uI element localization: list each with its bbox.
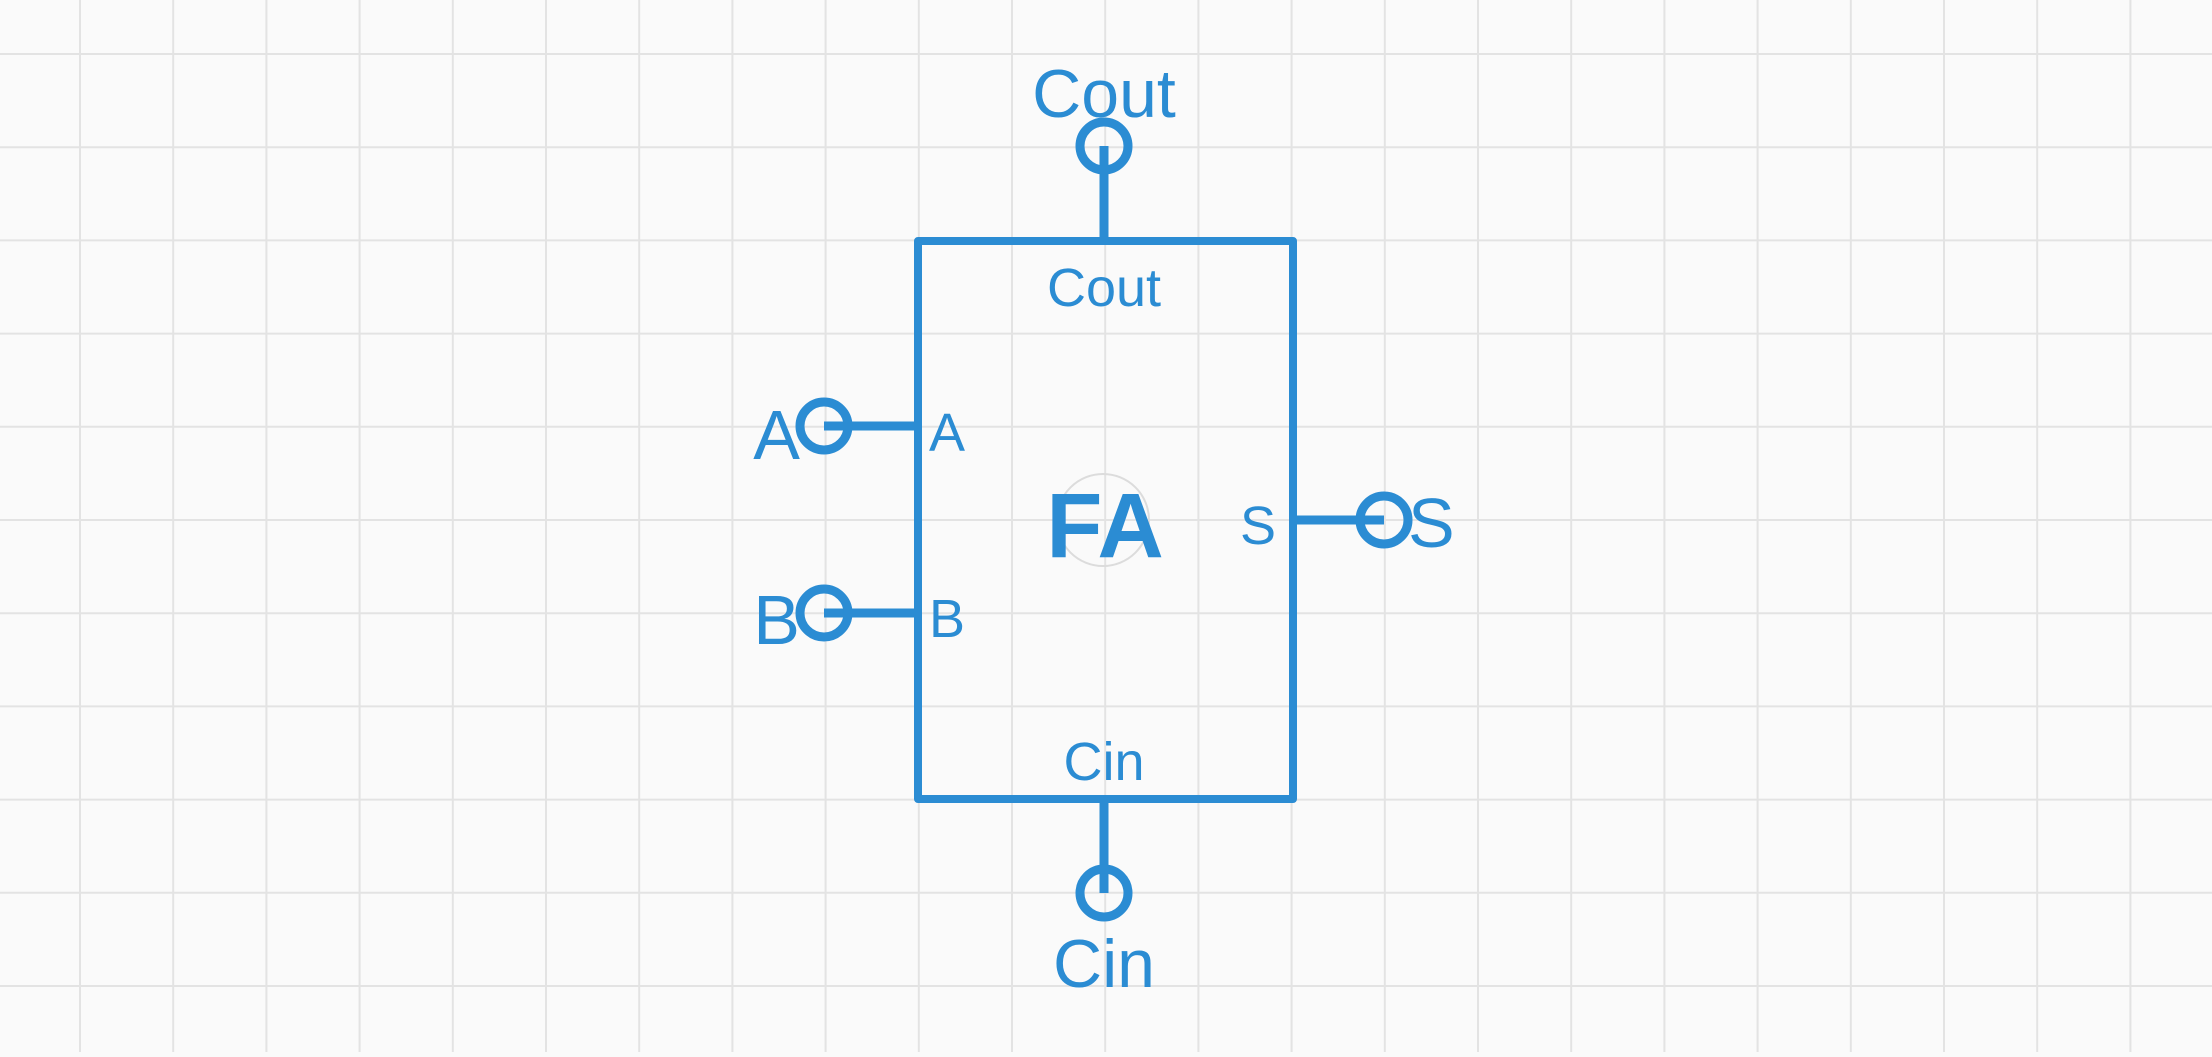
pin-a[interactable]: A [753,396,918,474]
pin-cin[interactable]: Cin [1053,799,1155,1002]
inner-label-cout: Cout [1047,258,1161,318]
pin-b-terminal[interactable] [795,584,853,642]
pin-cin-label: Cin [1053,926,1155,1002]
inner-label-cin: Cin [1063,732,1144,792]
pin-cout-label: Cout [1032,56,1176,132]
pin-s-terminal[interactable] [1355,491,1413,549]
pin-cout-terminal[interactable] [1075,117,1133,175]
pin-cout[interactable]: Cout [1032,56,1176,241]
pin-cin-terminal[interactable] [1075,864,1133,922]
pin-b-label: B [753,581,800,659]
pin-a-label: A [753,396,800,474]
inner-label-s: S [1240,496,1276,556]
inner-label-a: A [929,403,965,463]
component-title: FA [1046,475,1164,577]
component-center-marker [1056,473,1150,567]
inner-label-b: B [929,589,965,649]
pin-s[interactable]: S [1293,484,1455,562]
pin-s-label: S [1408,484,1455,562]
pin-a-terminal[interactable] [795,397,853,455]
pin-b[interactable]: B [753,581,918,659]
